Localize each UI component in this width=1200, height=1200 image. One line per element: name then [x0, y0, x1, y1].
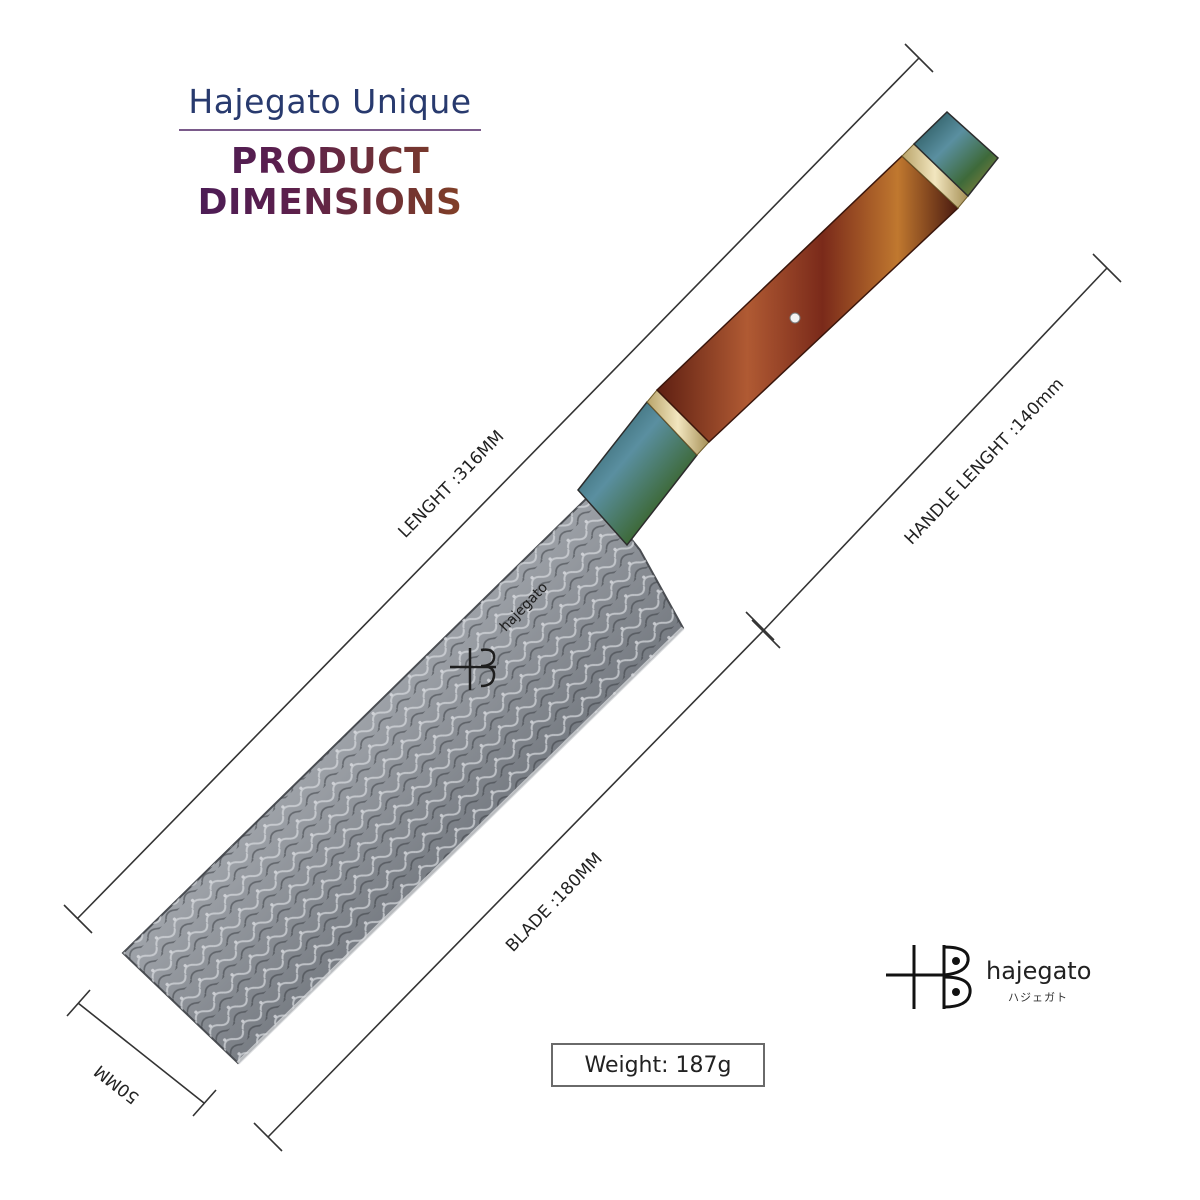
title-divider: [179, 129, 481, 131]
knife-handle: [577, 110, 1000, 547]
blade-etch-logo: [450, 648, 496, 690]
total-length-tick-end: [904, 43, 934, 73]
blade-length-tick-start: [253, 1122, 283, 1152]
total-length-line: [76, 57, 920, 920]
shared-tick-a: [745, 611, 775, 641]
brand-mark-icon: [886, 945, 972, 1009]
shared-tick-b: [751, 619, 781, 649]
blade-height-tick-end: [192, 1089, 217, 1117]
handle-end-cap: [912, 110, 1000, 198]
handle-wood-body: [655, 154, 960, 444]
weight-label: Weight: 187g: [584, 1052, 732, 1078]
handle-length-label: HANDLE LENGHT :140mm: [901, 374, 1068, 549]
total-length-label: LENGHT :316MM: [395, 427, 509, 543]
knife-blade: hajegato: [121, 493, 685, 1065]
brand-subtitle: Hajegato Unique: [188, 82, 472, 121]
blade-length-line: [267, 630, 764, 1138]
handle-length-line: [762, 267, 1108, 632]
page-title: PRODUCT DIMENSIONS: [110, 141, 550, 223]
blade-length-label: BLADE :180MM: [502, 849, 607, 956]
brand-katakana: ハジェガト: [1008, 991, 1068, 1004]
blade-height-line: [77, 1002, 205, 1104]
blade-height-label: 50MM: [91, 1060, 143, 1107]
brand-wordmark: hajegato: [986, 957, 1092, 985]
total-length-tick-start: [63, 904, 93, 934]
handle-pin: [789, 312, 801, 324]
brand-logo: hajegato ハジェガト: [882, 937, 1102, 1017]
handle-length-tick-end: [1092, 253, 1122, 283]
blade-height-tick-start: [66, 989, 91, 1017]
title-block: Hajegato Unique PRODUCT DIMENSIONS: [110, 82, 550, 223]
weight-box: Weight: 187g: [551, 1043, 765, 1087]
